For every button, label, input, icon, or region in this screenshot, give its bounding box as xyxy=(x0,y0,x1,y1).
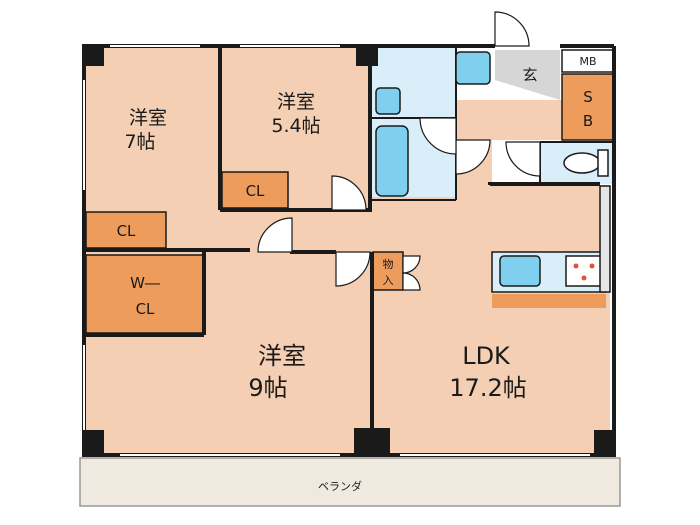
western-7-size: 7帖 xyxy=(124,131,155,153)
ldk-size: 17.2帖 xyxy=(449,374,526,402)
wcl-label-line2: CL xyxy=(136,300,155,318)
entrance-area[interactable] xyxy=(495,50,560,100)
bathtub xyxy=(375,125,409,197)
wcl-label-line1: W― xyxy=(130,274,160,292)
sb-label-line2: B xyxy=(583,112,593,130)
closet-left[interactable] xyxy=(85,211,167,249)
fixtures xyxy=(375,51,611,308)
walk-in-closet[interactable] xyxy=(85,254,205,334)
windows xyxy=(83,45,590,456)
sb-label-line1: S xyxy=(583,88,593,106)
western-9-size: 9帖 xyxy=(248,374,287,402)
washbasin xyxy=(375,87,401,115)
balcony-area[interactable] xyxy=(79,457,621,507)
western-54-size: 5.4帖 xyxy=(271,115,320,137)
floor-entry-hall xyxy=(456,100,566,140)
mono-ire-label-line2: 入 xyxy=(383,274,394,287)
refrigerator-wall xyxy=(599,185,611,293)
sb-storage[interactable] xyxy=(561,73,615,141)
closet-left-label: CL xyxy=(117,222,136,240)
western-9-name: 洋室 xyxy=(258,342,306,370)
kitchen-backsplash xyxy=(492,294,606,308)
door-swings[interactable] xyxy=(257,11,541,291)
mono-ire-storage[interactable] xyxy=(372,251,404,291)
ldk-name: LDK xyxy=(462,342,511,370)
toilet xyxy=(563,152,601,174)
closet-small-room-label: CL xyxy=(246,182,265,200)
columns xyxy=(82,44,616,456)
interior-walls xyxy=(86,46,600,456)
mb-label: MB xyxy=(579,55,596,68)
kitchen-sink xyxy=(499,255,541,287)
closet-small-room[interactable] xyxy=(221,171,289,209)
mono-ire-label-line1: 物 xyxy=(383,257,394,271)
kitchen-stove xyxy=(565,255,603,287)
entrance-label: 玄 xyxy=(522,66,537,84)
western-7-name: 洋室 xyxy=(129,107,167,129)
washing-machine xyxy=(455,51,491,85)
balcony-label: ベランダ xyxy=(318,479,362,493)
western-54-name: 洋室 xyxy=(277,91,315,113)
floor-ldk[interactable] xyxy=(370,185,610,455)
